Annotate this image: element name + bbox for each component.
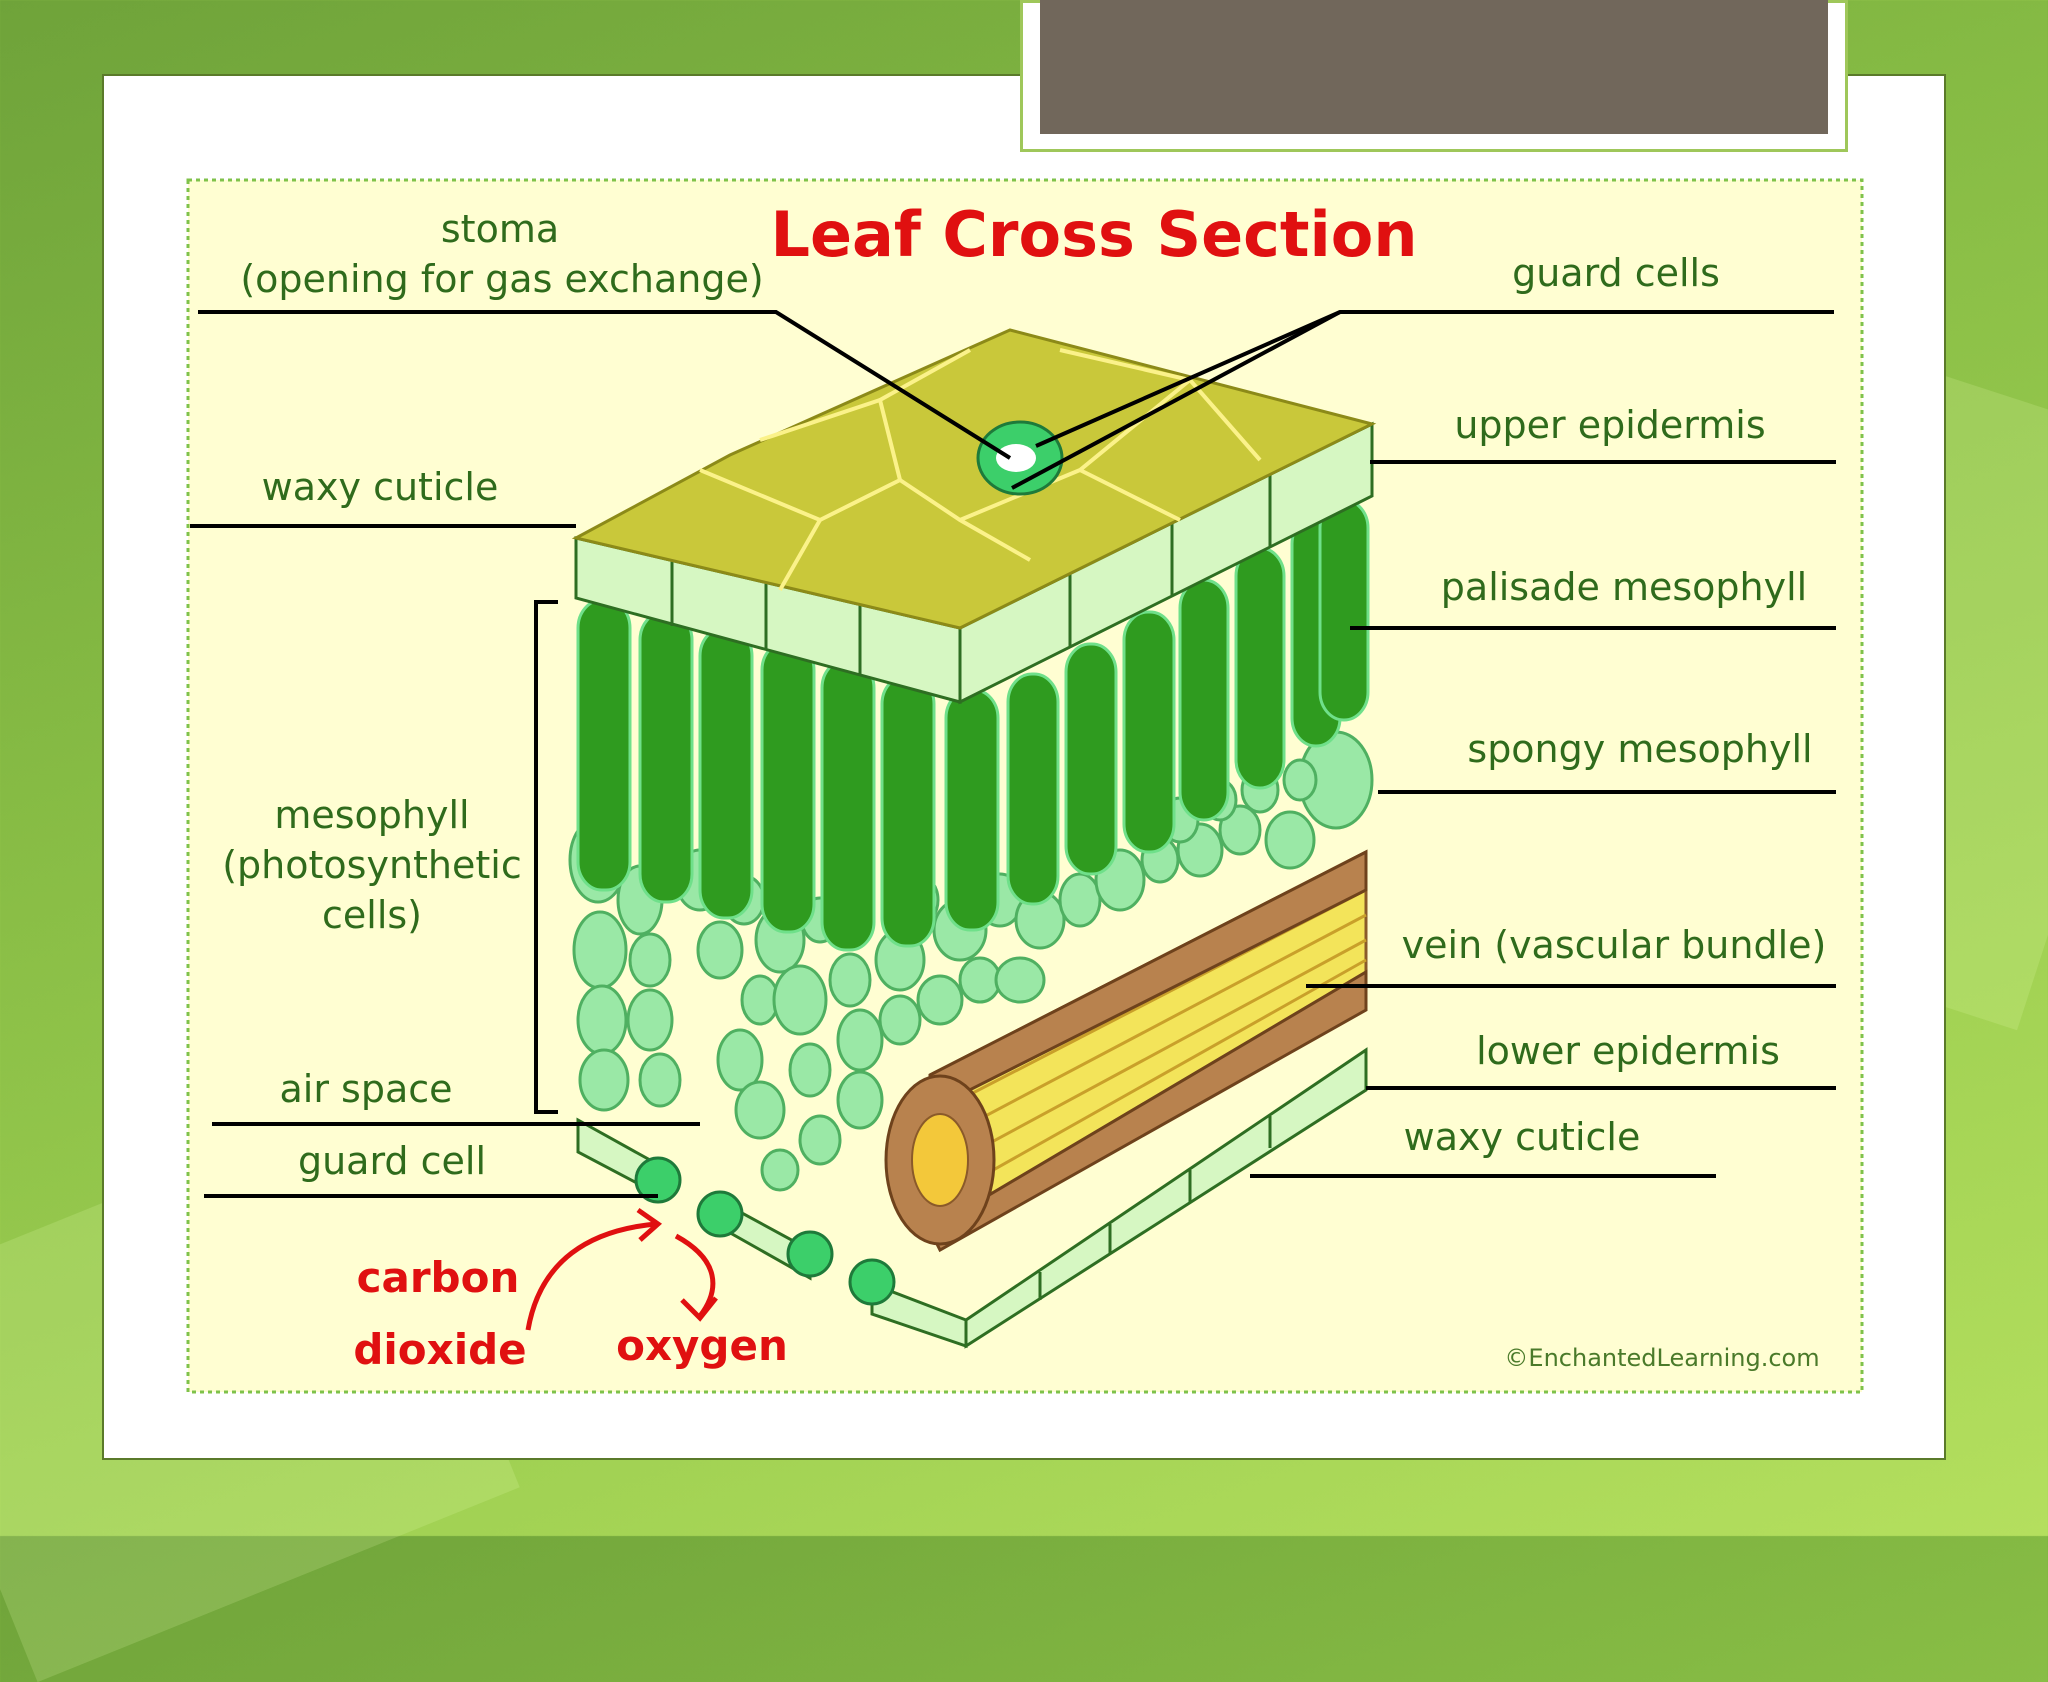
spongy-cell [1218,804,1262,856]
slide-title-placeholder [1040,0,1828,134]
palisade-cell [820,658,876,952]
spongy-cell [1282,758,1318,802]
guard-cells-bottom [634,1156,896,1306]
label-vein: vein (vascular bundle) [1402,923,1827,967]
label-waxy-cuticle-top: waxy cuticle [262,465,499,509]
spongy-cell [878,994,922,1046]
label-carbon-dioxide: carbon [357,1253,520,1302]
spongy-cell [1264,810,1316,870]
palisade-cell [760,640,816,934]
label-stoma: stoma [441,207,559,251]
label-guard-cells: guard cells [1512,251,1720,295]
label-palisade-mesophyll: palisade mesophyll [1441,565,1807,609]
spongy-cell [994,956,1046,1004]
spongy-cell [772,964,828,1036]
upper-epidermis-cells [574,421,1374,705]
spongy-cell [828,952,872,1008]
copyright-notice: ©EnchantedLearning.com [1504,1344,1819,1372]
palisade-cell [576,598,632,892]
label-spongy-mesophyll: spongy mesophyll [1467,727,1812,771]
mesophyll-bracket [534,600,558,1114]
palisade-cell [698,626,754,920]
spongy-cell [578,1048,630,1112]
label-carbon-dioxide-2: dioxide [353,1325,526,1374]
label-waxy-cuticle-bottom: waxy cuticle [1404,1115,1641,1159]
spongy-cell [628,932,672,988]
spongy-cell [572,910,628,990]
palisade-cell [1122,610,1176,854]
spongy-cell [638,1052,682,1108]
spongy-cell [716,1028,764,1092]
palisade-cell [1064,642,1118,876]
label-guard-cell: guard cell [298,1139,486,1183]
palisade-cell [880,674,936,948]
leaf-cross-section-diagram: Leaf Cross Section stoma (opening for ga… [186,178,1864,1394]
label-air-space: air space [279,1067,452,1111]
spongy-cell [696,920,744,980]
spongy-cell [836,1008,884,1072]
label-upper-epidermis: upper epidermis [1454,403,1765,447]
spongy-cell [734,1080,786,1140]
spongy-cell [958,956,1002,1004]
label-oxygen: oxygen [616,1321,788,1370]
spongy-cell [626,988,674,1052]
palisade-cell [1234,546,1286,790]
label-stoma-description: (opening for gas exchange) [240,257,763,301]
label-lower-epidermis: lower epidermis [1476,1029,1780,1073]
label-mesophyll-description: (photosynthetic [222,843,522,887]
palisade-cell [944,688,1000,932]
vein-vascular-bundle [884,849,1368,1253]
spongy-cell [798,1114,842,1166]
label-mesophyll: mesophyll [274,793,469,837]
palisade-cell [1178,578,1230,822]
spongy-cell [788,1042,832,1098]
gas-exchange-arrows [525,1207,718,1331]
spongy-cell [836,1070,884,1130]
stoma-top [976,420,1064,496]
diagram-title: Leaf Cross Section [770,198,1417,271]
spongy-cell [916,974,964,1026]
palisade-cell [1006,672,1060,906]
spongy-cell [760,1148,800,1192]
palisade-cell [638,610,694,904]
leader-lines [190,310,1836,1198]
label-mesophyll-description-2: cells) [322,893,422,937]
spongy-cell [576,984,628,1056]
spongy-cell [1058,872,1102,928]
palisade-cell [1318,498,1370,722]
